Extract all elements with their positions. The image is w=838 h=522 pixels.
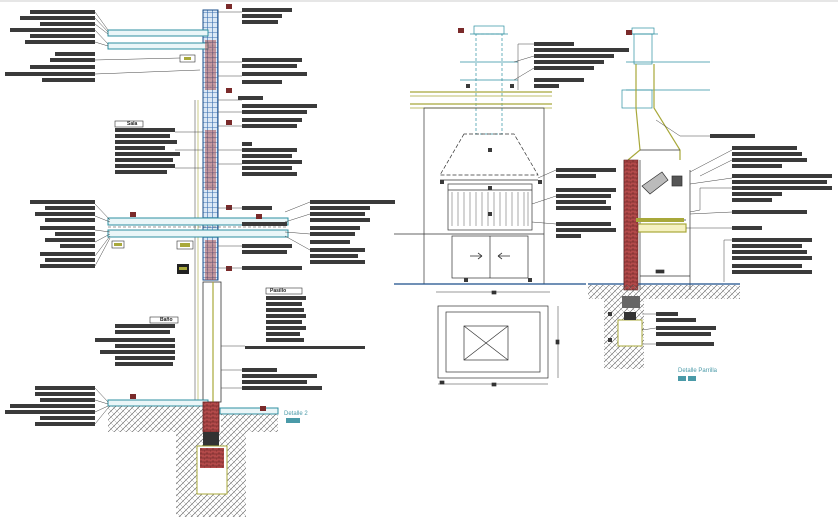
detail-parrilla-label: Detalle Parrilla (678, 368, 718, 374)
bbq-leaders (513, 43, 557, 225)
room-label-pasillo: Pasillo (270, 288, 287, 294)
arrow-left-icon (497, 252, 510, 260)
bbq-notes (440, 28, 629, 282)
room-label-bano: Baño (160, 317, 173, 323)
room-label-sala: Sala (127, 121, 138, 127)
wall-leaders (94, 11, 311, 425)
wall-section (107, 4, 289, 517)
arrow-right-icon (470, 252, 483, 260)
bbq-plan (437, 305, 560, 387)
bbq-side-section (588, 27, 740, 290)
wall-notes (5, 8, 395, 426)
detail-2-label: Detalle 2 (284, 411, 308, 417)
side-leaders (641, 119, 733, 345)
bbq-front-elevation (394, 25, 586, 295)
side-notes (608, 30, 832, 346)
